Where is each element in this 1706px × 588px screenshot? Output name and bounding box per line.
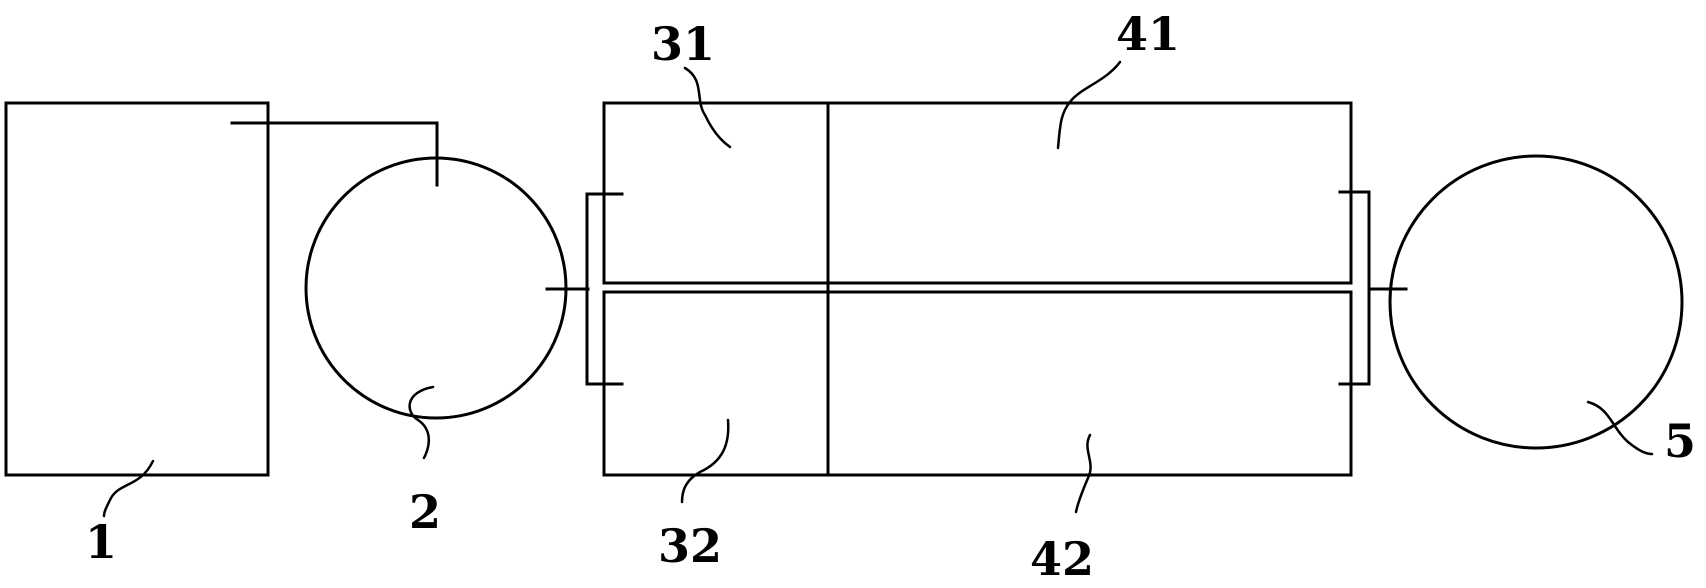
lower-housing [602,290,1353,477]
leader-32 [680,418,730,504]
component-1-box [4,101,270,477]
connecting-pipe [230,121,439,187]
leader-5 [1586,400,1654,456]
leader-1 [102,459,155,518]
leader-2 [408,385,435,460]
label-41: 41 [1116,7,1180,61]
leader-42 [1074,433,1092,514]
label-32: 32 [658,519,722,573]
component-5-circle [1388,154,1684,450]
upper-housing [602,101,1353,285]
leader-41 [1056,60,1122,150]
label-42: 42 [1030,532,1094,586]
label-31: 31 [651,17,715,71]
leader-31 [683,66,732,149]
label-2: 2 [409,485,441,539]
label-1: 1 [85,515,117,569]
component-2-circle [304,156,568,420]
right-bracket [1338,190,1371,386]
label-5: 5 [1664,414,1696,468]
